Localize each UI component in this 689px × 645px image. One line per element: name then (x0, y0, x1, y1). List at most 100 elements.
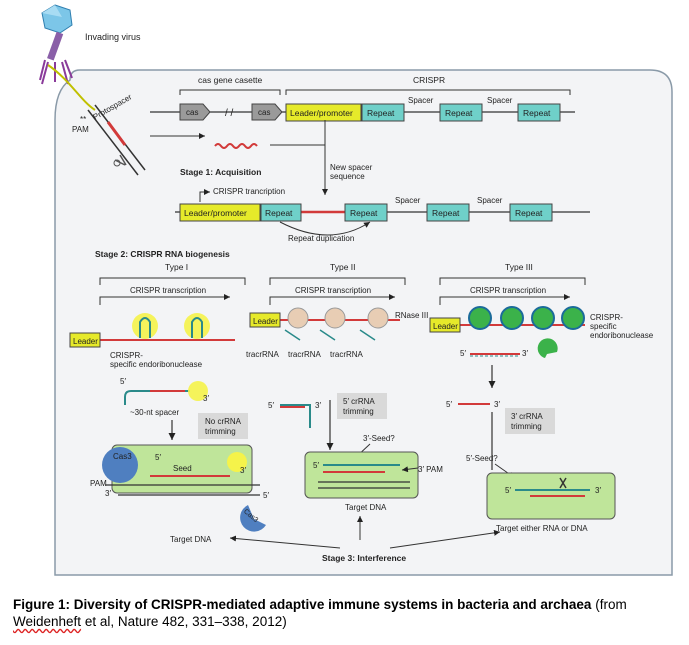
repeat-box (426, 203, 470, 222)
svg-text:5′: 5′ (505, 486, 511, 495)
crispr-label: CRISPR (413, 75, 445, 85)
pam-stars: ** (80, 115, 86, 124)
endoribonuclease-icon (227, 452, 247, 472)
repeat-box (517, 103, 561, 122)
caption-bold: Figure 1: Diversity of CRISPR-mediated a… (13, 597, 592, 612)
svg-text:CRISPR trancription: CRISPR trancription (213, 187, 285, 196)
svg-text:5′: 5′ (120, 377, 126, 386)
svg-text:trimming: trimming (205, 427, 236, 436)
svg-text:3′ crRNA: 3′ crRNA (511, 412, 543, 421)
pam-label: PAM (72, 125, 89, 134)
svg-text:5′ crRNA: 5′ crRNA (343, 397, 375, 406)
svg-text:tracrRNA: tracrRNA (246, 350, 280, 359)
svg-text:3′: 3′ (240, 466, 246, 475)
svg-text:Repeat: Repeat (367, 108, 395, 118)
svg-text:Repeat: Repeat (445, 108, 473, 118)
svg-text:Leader: Leader (253, 317, 278, 326)
svg-text:Spacer: Spacer (487, 96, 513, 105)
cas-cassette-label: cas gene casette (198, 75, 263, 85)
svg-text:3′: 3′ (203, 394, 209, 403)
svg-text:Leader: Leader (433, 322, 458, 331)
svg-text:CRISPR transcription: CRISPR transcription (295, 286, 371, 295)
repeat-box (439, 103, 483, 122)
svg-text:Leader/promoter: Leader/promoter (184, 208, 247, 218)
svg-text:5′: 5′ (313, 461, 319, 470)
leader-promoter-box (179, 203, 261, 222)
caption-post: et al, Nature 482, 331–338, 2012) (81, 614, 287, 629)
stage1-label: Stage 1: Acquisition (180, 167, 261, 177)
svg-text:Target either RNA or DNA: Target either RNA or DNA (496, 524, 588, 533)
svg-text:cas: cas (258, 108, 270, 117)
new-spacer-dna (214, 143, 258, 149)
svg-text:Repeat: Repeat (432, 208, 460, 218)
svg-text:3′: 3′ (315, 401, 321, 410)
svg-text:cas: cas (186, 108, 198, 117)
caption-author: Weidenheft (13, 614, 82, 629)
svg-text:Leader: Leader (73, 337, 98, 346)
endoribonuclease-icon (132, 313, 158, 339)
cas-gene-1 (179, 103, 211, 121)
svg-text:tracrRNA: tracrRNA (330, 350, 364, 359)
svg-text:trimming: trimming (343, 407, 374, 416)
three-trimming-box (505, 408, 555, 434)
endoribonuclease-icon (537, 338, 558, 358)
svg-text:Repeat: Repeat (515, 208, 543, 218)
svg-text:Target DNA: Target DNA (170, 535, 212, 544)
svg-text:CRISPR transcription: CRISPR transcription (470, 286, 546, 295)
svg-text:3′: 3′ (494, 400, 500, 409)
svg-text:Repeat: Repeat (523, 108, 551, 118)
repeat-box (509, 203, 553, 222)
svg-text:RNase III: RNase III (395, 311, 428, 320)
invading-virus-label: Invading virus (85, 32, 141, 42)
svg-text:Seed: Seed (173, 464, 192, 473)
svg-text:~30-nt spacer: ~30-nt spacer (130, 408, 179, 417)
endoribonuclease-icon (184, 313, 210, 339)
cas-gene-2 (251, 103, 283, 121)
repeat-box (344, 203, 388, 222)
repeat-box (361, 103, 405, 122)
svg-text:CRISPR transcription: CRISPR transcription (130, 286, 206, 295)
svg-text:sequence: sequence (330, 172, 365, 181)
svg-text:5′: 5′ (446, 400, 452, 409)
svg-text:3′: 3′ (522, 349, 528, 358)
protospacer-dna (87, 104, 146, 176)
svg-text:PAM: PAM (90, 479, 107, 488)
leader-promoter-box (285, 103, 362, 122)
svg-text:trimming: trimming (511, 422, 542, 431)
cas3-icon (240, 505, 266, 532)
cas3-icon (102, 447, 138, 483)
repeat-box (260, 203, 302, 222)
svg-text:CRISPR-: CRISPR- (110, 351, 143, 360)
svg-text:5′: 5′ (460, 349, 466, 358)
svg-text:Type III: Type III (505, 262, 533, 272)
svg-text:3′: 3′ (595, 486, 601, 495)
svg-text:Leader/promoter: Leader/promoter (290, 108, 353, 118)
svg-text:Cas3: Cas3 (113, 452, 132, 461)
svg-text:specific endoribonuclease: specific endoribonuclease (110, 360, 203, 369)
endoribonuclease-icon (188, 381, 208, 401)
svg-text:Spacer: Spacer (408, 96, 434, 105)
svg-text:Type II: Type II (330, 262, 356, 272)
no-trimming-box (198, 413, 248, 439)
stage2-label: Stage 2: CRISPR RNA biogenesis (95, 249, 230, 259)
svg-text:3′ PAM: 3′ PAM (418, 465, 443, 474)
svg-text:5′: 5′ (263, 491, 269, 500)
svg-text:Repeat: Repeat (350, 208, 378, 218)
svg-text:5′: 5′ (268, 401, 274, 410)
svg-text:specific: specific (590, 322, 617, 331)
svg-text:Type I: Type I (165, 262, 188, 272)
svg-text:tracrRNA: tracrRNA (288, 350, 322, 359)
svg-text:3′-Seed?: 3′-Seed? (363, 434, 395, 443)
svg-text:3′: 3′ (105, 489, 111, 498)
svg-text:Spacer: Spacer (395, 196, 421, 205)
svg-text:CRISPR-: CRISPR- (590, 313, 623, 322)
svg-text:5′: 5′ (155, 453, 161, 462)
five-trimming-box (337, 393, 387, 419)
svg-text:Repeat duplication: Repeat duplication (288, 234, 354, 243)
svg-text:Target DNA: Target DNA (345, 503, 387, 512)
type2-complex-panel (304, 451, 419, 499)
stage3-label: Stage 3: Interference (322, 553, 406, 563)
svg-text:endoribonuclease: endoribonuclease (590, 331, 654, 340)
caption-pre: (from (591, 597, 627, 612)
